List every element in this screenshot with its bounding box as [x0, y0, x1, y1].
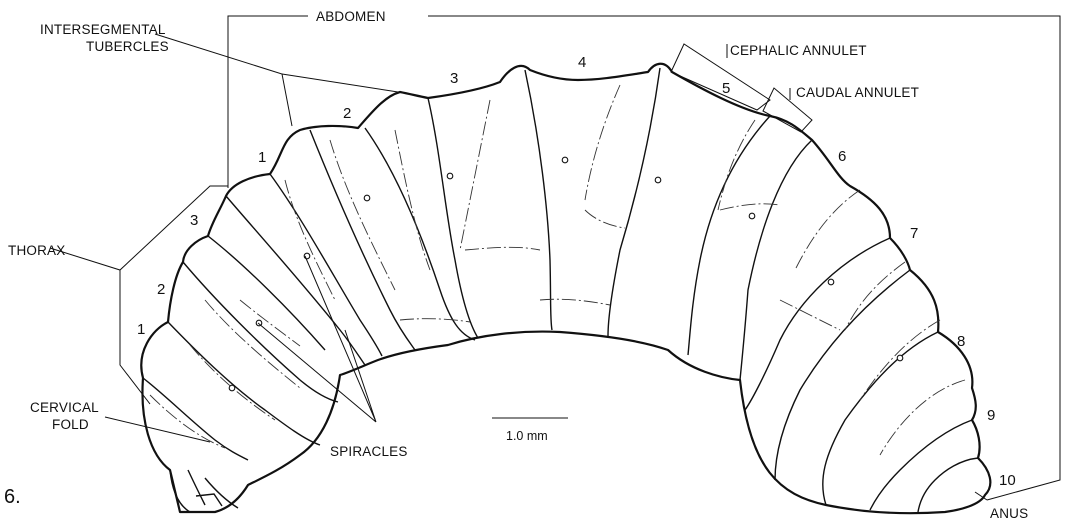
- cephalic-annulet-label: CEPHALIC ANNULET: [730, 43, 867, 58]
- abdominal-segment-number: 8: [957, 333, 965, 350]
- spiracle: [562, 157, 568, 163]
- abdominal-segment-number: 6: [838, 148, 846, 165]
- spiracle: [749, 213, 755, 219]
- abdominal-segment-number: 5: [722, 80, 730, 97]
- cervical-fold-label-line1: CERVICAL: [30, 400, 99, 415]
- intersegmental-tubercles-label-line2: TUBERCLES: [86, 39, 169, 54]
- abdominal-segment-number: 9: [987, 407, 995, 424]
- spiracle: [897, 355, 903, 361]
- thoracic-segment-number: 3: [190, 212, 198, 229]
- intersegmental-tubercles-label-line1: INTERSEGMENTAL: [40, 22, 166, 37]
- thorax-label: THORAX: [8, 243, 65, 258]
- spiracle: [447, 173, 453, 179]
- abdominal-segment-number: 2: [343, 105, 351, 122]
- spiracle: [828, 279, 834, 285]
- larva-body-outline: [141, 64, 990, 513]
- scale-bar-label: 1.0 mm: [506, 429, 548, 443]
- abdominal-segment-number: 1: [258, 149, 266, 166]
- thoracic-segment-number: 2: [157, 281, 165, 298]
- abdomen-label: ABDOMEN: [316, 9, 386, 24]
- cervical-fold-label-line2: FOLD: [52, 417, 89, 432]
- thoracic-segment-number: 1: [137, 321, 145, 338]
- abdominal-segment-number: 7: [910, 225, 918, 242]
- spiracle: [655, 177, 661, 183]
- figure-number: 6.: [4, 486, 21, 508]
- abdominal-segment-number: 10: [999, 472, 1016, 489]
- abdominal-segment-number: 3: [450, 70, 458, 87]
- abdominal-segment-number: 4: [578, 54, 586, 71]
- caudal-annulet-label: CAUDAL ANNULET: [796, 85, 919, 100]
- spiracles-label: SPIRACLES: [330, 444, 408, 459]
- spiracle: [364, 195, 370, 201]
- spiracle: [229, 385, 235, 391]
- anus-label: ANUS: [990, 506, 1028, 521]
